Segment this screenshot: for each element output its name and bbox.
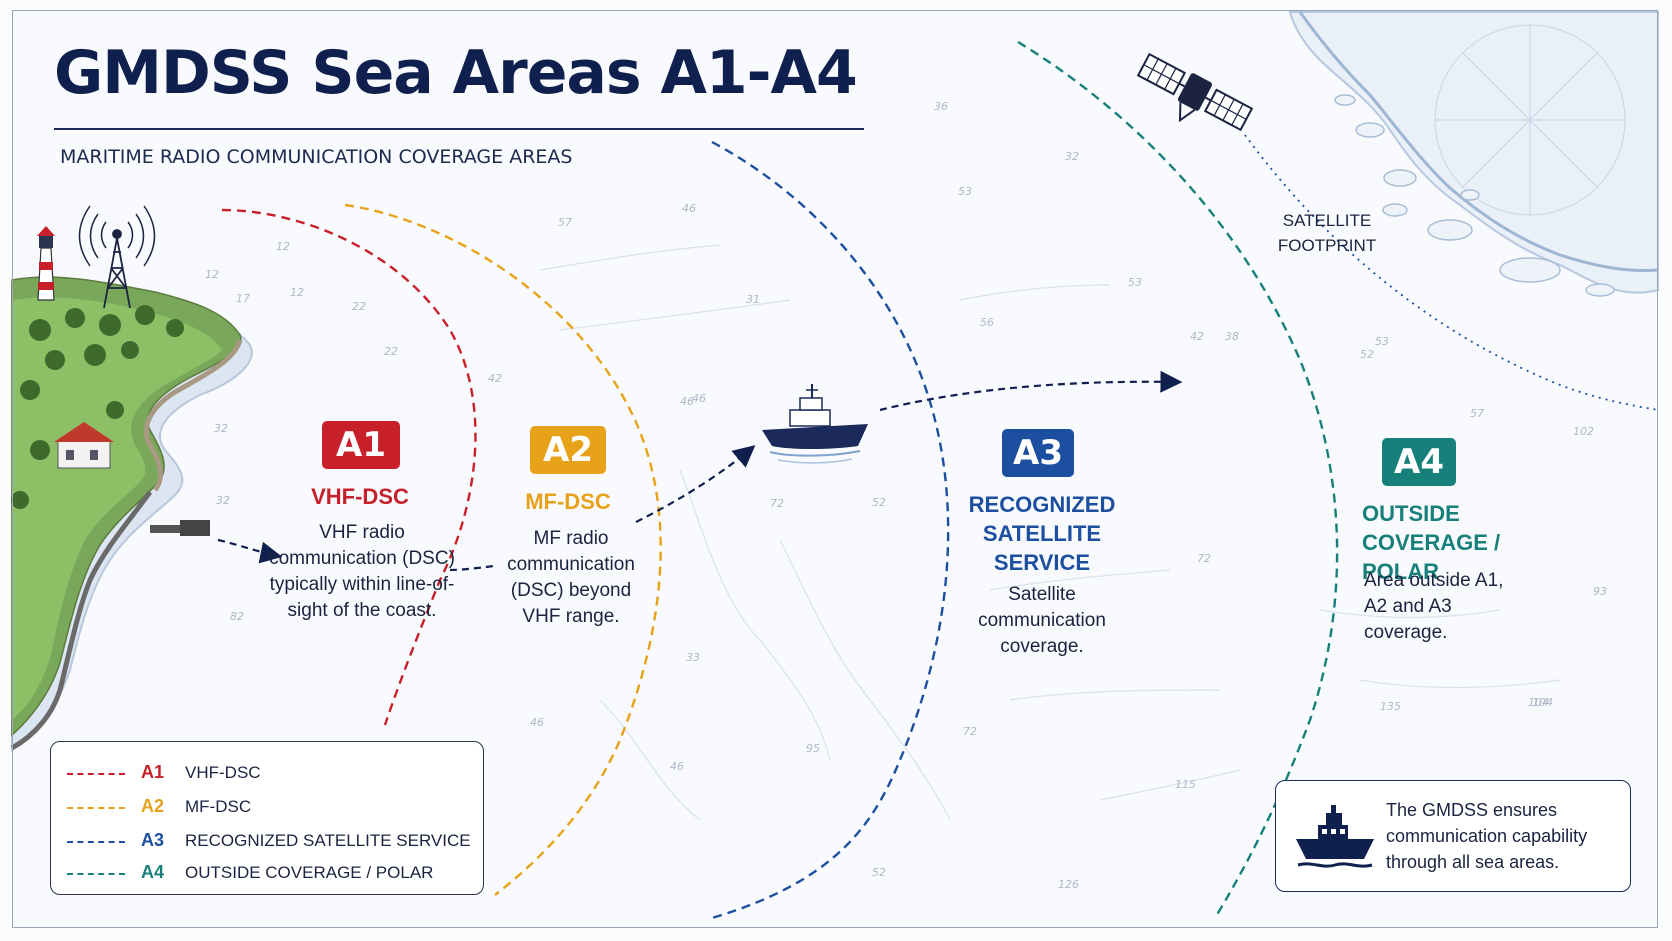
- legend-a1-label: VHF-DSC: [185, 763, 261, 782]
- legend-a3-code: A3: [141, 830, 165, 850]
- zone-a3-description: Satellite communication coverage.: [978, 584, 1106, 657]
- page-subtitle: MARITIME RADIO COMMUNICATION COVERAGE AR…: [60, 146, 573, 168]
- polar-ice-icon: [1288, 11, 1659, 297]
- depth-sounding: 46: [680, 395, 694, 408]
- depth-sounding: 102: [1573, 425, 1594, 438]
- legend-a1-code: A1: [141, 762, 165, 782]
- depth-sounding: 135: [1380, 700, 1401, 713]
- depth-sounding: 72: [1197, 552, 1211, 565]
- depth-sounding: 82: [230, 610, 244, 623]
- info-box: The GMDSS ensures communication capabili…: [1275, 780, 1631, 892]
- depth-sounding: 31: [746, 293, 760, 306]
- depth-sounding: 32: [216, 494, 230, 507]
- depth-sounding: 104: [1532, 696, 1553, 709]
- depth-sounding: 52: [872, 866, 886, 879]
- zone-a1-description: VHF radio communication (DSC) typically …: [269, 522, 455, 621]
- zone-a1-badge: A1: [322, 421, 400, 469]
- depth-sounding: 12: [290, 286, 304, 299]
- route-arrow-to-ship: [635, 445, 756, 523]
- depth-sounding: 46: [670, 760, 684, 773]
- zone-a2-description: MF radio communication (DSC) beyond VHF …: [507, 528, 635, 627]
- depth-sounding: 42: [488, 372, 502, 385]
- radio-tower-icon: [78, 205, 156, 309]
- depth-sounding: 126: [1058, 878, 1079, 891]
- legend-a3-label: RECOGNIZED SATELLITE SERVICE: [185, 831, 471, 850]
- depth-sounding: 38: [1225, 330, 1239, 343]
- depth-sounding: 22: [384, 345, 398, 358]
- depth-sounding: 52: [872, 496, 886, 509]
- depth-sounding: 36: [934, 100, 948, 113]
- satellite-footprint-label: SATELLITE FOOTPRINT: [1277, 211, 1377, 255]
- depth-sounding: 33: [686, 651, 700, 664]
- info-text: The GMDSS ensures communication capabili…: [1386, 800, 1588, 872]
- depth-sounding: 12: [276, 240, 290, 253]
- depth-sounding: 32: [1065, 150, 1079, 163]
- route-arrow-to-a4: [879, 370, 1183, 412]
- depth-sounding: 56: [980, 316, 994, 329]
- depth-sounding: 12: [205, 268, 219, 281]
- depth-sounding: 32: [214, 422, 228, 435]
- zone-a4-badge: A4: [1382, 438, 1456, 486]
- legend-a2-swatch: [67, 807, 125, 809]
- title-underline: [54, 128, 864, 130]
- satellite-icon: [1136, 52, 1254, 132]
- depth-sounding: 22: [352, 300, 366, 313]
- zone-a4-name: OUTSIDE COVERAGE / POLAR: [1362, 501, 1501, 584]
- a1-boundary-arc: [221, 208, 477, 726]
- legend-box: A1 VHF-DSC A2 MF-DSC A3 RECOGNIZED SATEL…: [50, 741, 484, 895]
- legend-a1-swatch: [67, 773, 125, 775]
- depth-sounding: 72: [770, 497, 784, 510]
- legend-a3-swatch: [67, 841, 125, 843]
- legend-a4-label: OUTSIDE COVERAGE / POLAR: [185, 863, 434, 882]
- depth-sounding: 72: [963, 725, 977, 738]
- depth-sounding: 46: [530, 716, 544, 729]
- depth-sounding: 46: [682, 202, 696, 215]
- depth-sounding: 52: [1360, 348, 1374, 361]
- depth-sounding: 17: [236, 292, 250, 305]
- zone-a2-name: MF-DSC: [525, 489, 611, 514]
- house-icon: [54, 422, 114, 469]
- zone-a3-badge: A3: [1002, 429, 1074, 477]
- depth-sounding: 42: [1190, 330, 1204, 343]
- legend-a2-label: MF-DSC: [185, 797, 252, 816]
- depth-sounding: 57: [1470, 407, 1484, 420]
- depth-sounding: 115: [1175, 778, 1196, 791]
- legend-a4-code: A4: [141, 862, 165, 882]
- depth-sounding: 53: [1128, 276, 1142, 289]
- depth-sounding: 93: [1593, 585, 1607, 598]
- diagram-frame: [12, 10, 1658, 928]
- route-arrow-coast: [217, 538, 283, 564]
- legend-a4-swatch: [67, 873, 125, 875]
- depth-sounding: 53: [1375, 335, 1389, 348]
- a3-boundary-arc: [711, 140, 950, 920]
- ship-icon: [1296, 805, 1374, 868]
- depth-sounding: 104: [1528, 696, 1549, 709]
- bathymetry-contours: [539, 244, 1561, 821]
- depth-sounding: 46: [692, 392, 706, 405]
- zone-a2-badge: A2: [530, 426, 606, 474]
- zone-a1-name: VHF-DSC: [311, 484, 409, 509]
- page-title: GMDSS Sea Areas A1-A4: [54, 38, 858, 108]
- depth-sounding: 95: [806, 742, 820, 755]
- coastline-land: [10, 276, 253, 752]
- zone-a3-name: RECOGNIZED SATELLITE SERVICE: [968, 492, 1116, 575]
- ship-icon: [762, 384, 868, 464]
- legend-a2-code: A2: [141, 796, 165, 816]
- depth-sounding: 57: [558, 216, 572, 229]
- route-arrow-a1-a2: [449, 564, 495, 572]
- zone-a4-description: Area outside A1, A2 and A3 coverage.: [1364, 570, 1504, 643]
- depth-sounding: 53: [958, 185, 972, 198]
- lighthouse-icon: [37, 226, 55, 301]
